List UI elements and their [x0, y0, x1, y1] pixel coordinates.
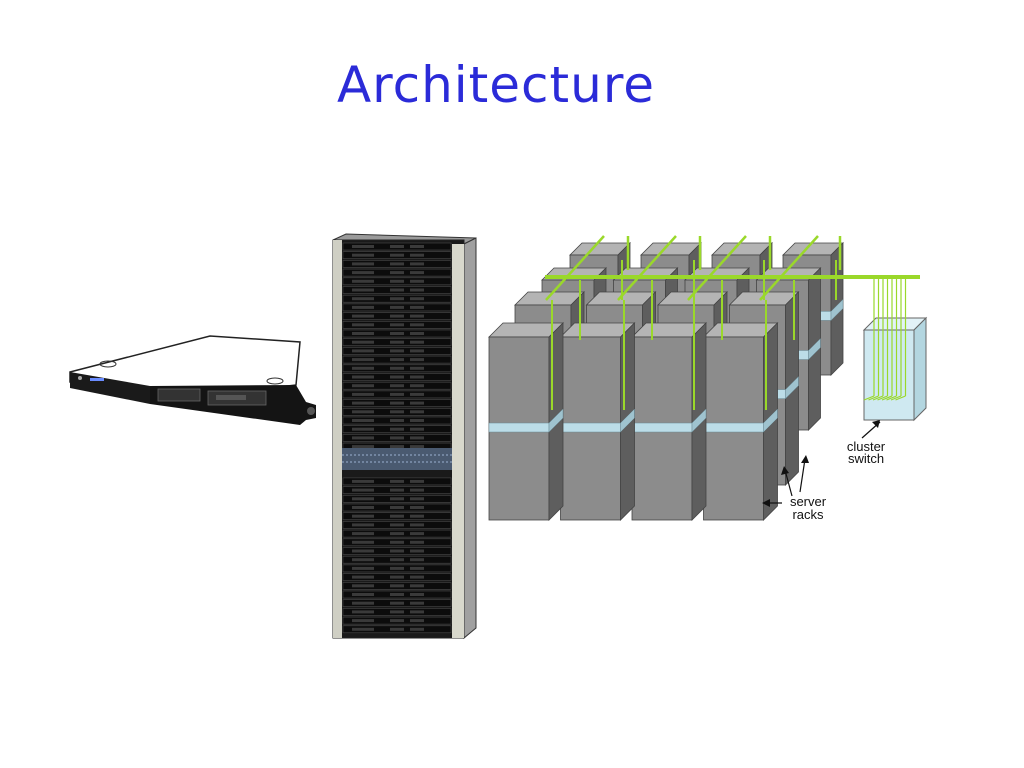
cluster-switch-label-line1: cluster — [847, 439, 886, 454]
cluster-illustration: cluster switch server racks — [488, 235, 928, 522]
server-racks-group — [488, 242, 844, 521]
slide-title: Architecture — [336, 56, 656, 114]
cluster-switch-illustration — [862, 279, 928, 422]
cluster-rack — [488, 322, 564, 521]
cluster-rack — [631, 322, 707, 521]
server-rack-illustration — [332, 233, 477, 640]
server-racks-label-line1: server — [790, 494, 827, 509]
server-racks-label-line2: racks — [792, 507, 824, 522]
rack-server-illustration — [69, 335, 316, 425]
cluster-cabling — [545, 235, 920, 410]
cluster-switch-label-line2: switch — [848, 451, 884, 466]
